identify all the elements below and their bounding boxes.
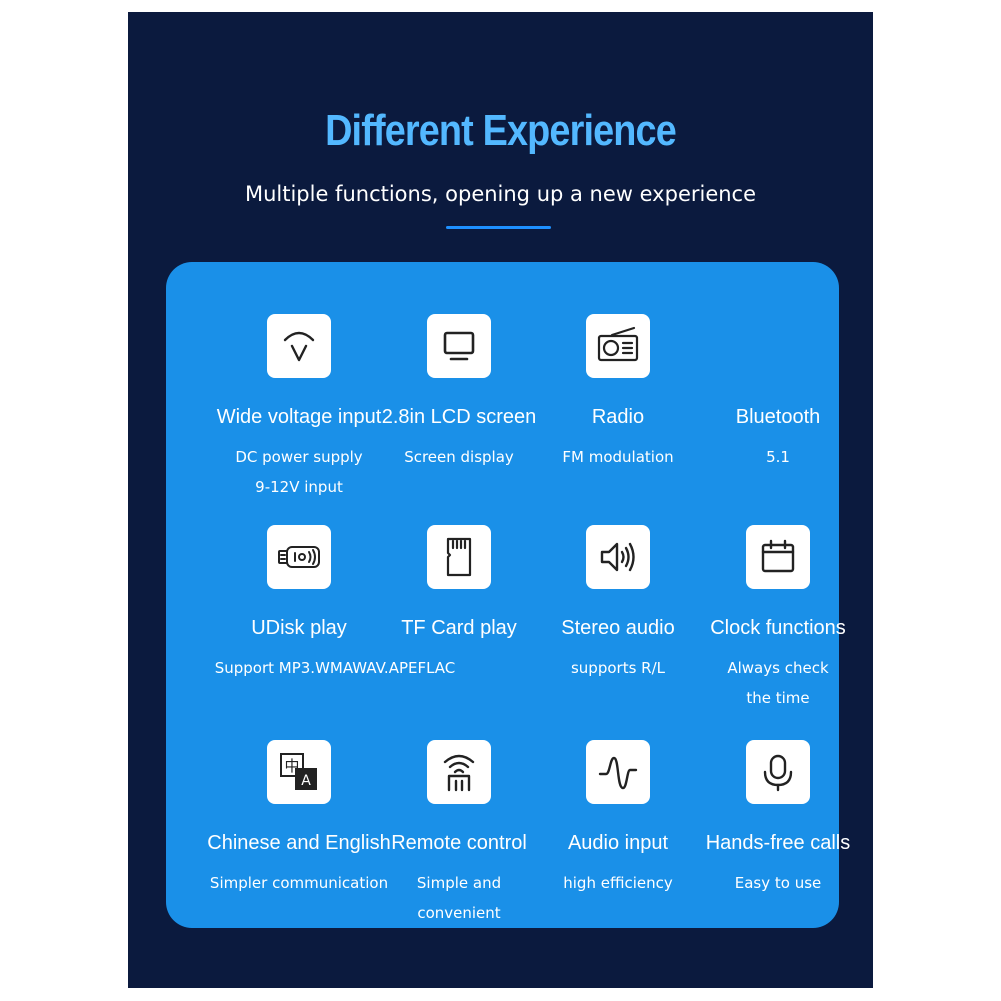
feature-name: Bluetooth xyxy=(735,406,821,428)
feature-name: UDisk play xyxy=(251,617,347,639)
feature-name: Clock functions xyxy=(710,617,846,639)
radio-icon xyxy=(586,314,650,378)
features-card: Wide voltage input DC power supply 9-12V… xyxy=(166,262,850,928)
waveform-icon xyxy=(586,740,650,804)
feature-desc: 5.1 xyxy=(766,448,790,466)
feature-desc: Simple and convenient xyxy=(416,874,502,922)
feature-name: Hands-free calls xyxy=(705,832,851,854)
speaker-icon xyxy=(586,525,650,589)
page-subtitle: Multiple functions, opening up a new exp… xyxy=(244,182,757,206)
sd-card-icon xyxy=(427,525,491,589)
feature-desc: DC power supply 9-12V input xyxy=(235,448,363,496)
language-icon-en: A xyxy=(301,773,311,789)
page-title: Different Experience xyxy=(325,106,677,155)
background-panel: Different Experience Multiple functions,… xyxy=(128,12,873,988)
feature-name: 2.8in LCD screen xyxy=(381,406,537,428)
feature-desc: high efficiency xyxy=(563,874,673,892)
feature-desc: Simpler communication xyxy=(209,874,389,892)
remote-icon xyxy=(427,740,491,804)
feature-desc: Support MP3.WMAWAV.APEFLAC xyxy=(214,659,456,677)
feature-name: Chinese and English xyxy=(207,832,391,854)
feature-desc: FM modulation xyxy=(562,448,674,466)
feature-name: Audio input xyxy=(567,832,669,854)
feature-name: TF Card play xyxy=(401,617,517,639)
feature-name: Remote control xyxy=(391,832,527,854)
feature-name: Stereo audio xyxy=(561,617,675,639)
feature-desc: Screen display xyxy=(404,448,514,466)
feature-desc: Always check the time xyxy=(727,659,829,707)
feature-name: Wide voltage input xyxy=(216,406,382,428)
calendar-icon xyxy=(746,525,810,589)
title-underline xyxy=(446,226,551,229)
monitor-icon xyxy=(427,314,491,378)
language-icon: 中 A xyxy=(267,740,331,804)
voltage-icon xyxy=(267,314,331,378)
feature-desc: supports R/L xyxy=(570,659,665,677)
microphone-icon xyxy=(746,740,810,804)
usb-drive-icon xyxy=(267,525,331,589)
feature-name: Radio xyxy=(591,406,645,428)
feature-desc: Easy to use xyxy=(734,874,822,892)
